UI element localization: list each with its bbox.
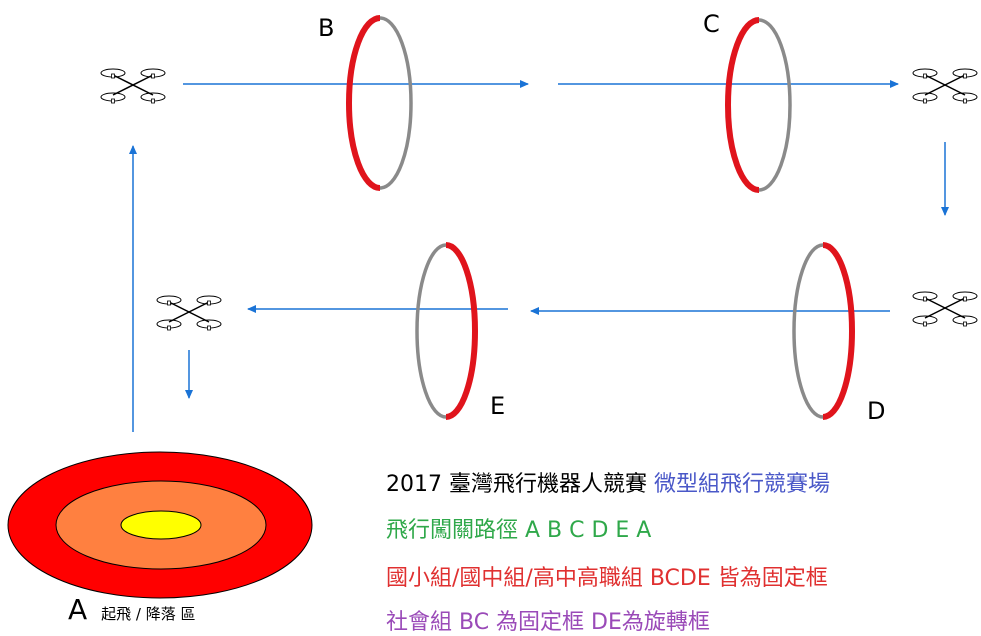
quadcopter-icon bbox=[156, 295, 222, 331]
zone-text: 起飛 / 降落 區 bbox=[101, 605, 196, 623]
gate-c-ring bbox=[725, 17, 792, 193]
landing-zone-label: A 起飛 / 降落 區 bbox=[68, 593, 196, 626]
info-line-3: 國小組/國中組/高中高職組 BCDE 皆為固定框 bbox=[386, 566, 828, 591]
quadcopter-icon bbox=[912, 291, 978, 327]
landing-zone bbox=[7, 451, 313, 599]
gate-d-label: D bbox=[867, 397, 886, 425]
info-line-4: 社會組 BC 為固定框 DE為旋轉框 bbox=[386, 610, 710, 635]
quadcopter-icon bbox=[912, 68, 978, 104]
zone-letter: A bbox=[68, 593, 88, 626]
gate-c-label: C bbox=[703, 10, 720, 38]
info-line-2: 飛行闖關路徑 A B C D E A bbox=[386, 518, 652, 543]
info-line-1: 2017 臺灣飛行機器人競賽 微型組飛行競賽場 bbox=[386, 466, 830, 498]
gate-e-label: E bbox=[490, 392, 506, 420]
gate-d-ring bbox=[792, 242, 855, 420]
gate-e-ring bbox=[415, 242, 478, 420]
gate-b-label: B bbox=[318, 14, 335, 42]
info-line-1-black: 2017 臺灣飛行機器人競賽 bbox=[386, 472, 654, 497]
info-line-1-blue: 微型組飛行競賽場 bbox=[653, 472, 830, 497]
gate-b-ring bbox=[346, 15, 413, 191]
quadcopter-icon bbox=[100, 68, 166, 104]
